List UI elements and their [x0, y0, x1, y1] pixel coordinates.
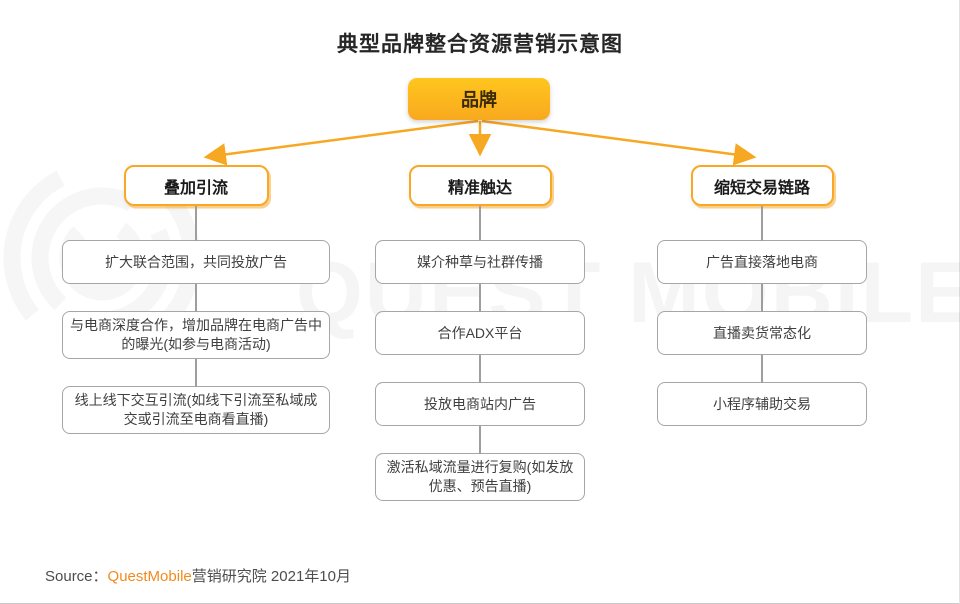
item-box: 线上线下交互引流(如线下引流至私域成交或引流至电商看直播) — [62, 359, 330, 434]
item-box: 与电商深度合作，增加品牌在电商广告中的曝光(如参与电商活动) — [62, 284, 330, 359]
item-box: 广告直接落地电商 — [657, 206, 867, 284]
item-label: 激活私域流量进行复购(如发放优惠、预告直播) — [386, 459, 574, 494]
item-label: 小程序辅助交易 — [713, 395, 811, 412]
item-label: 直播卖货常态化 — [713, 324, 811, 341]
item-box: 小程序辅助交易 — [657, 355, 867, 426]
item-label: 媒介种草与社群传播 — [417, 253, 543, 270]
category-label: 叠加引流 — [163, 179, 228, 197]
category-box-0: 叠加引流 — [123, 165, 269, 206]
flow-column-overlay-traffic: 叠加引流扩大联合范围，共同投放广告与电商深度合作，增加品牌在电商广告中的曝光(如… — [62, 165, 330, 434]
category-box-1: 精准触达 — [408, 165, 552, 206]
root-node-label: 品牌 — [461, 90, 497, 110]
item-box: 投放电商站内广告 — [375, 355, 585, 426]
item-label: 扩大联合范围，共同投放广告 — [105, 253, 287, 270]
item-box: 媒介种草与社群传播 — [375, 206, 585, 284]
item-box: 直播卖货常态化 — [657, 284, 867, 355]
source-prefix: Source： — [45, 568, 108, 585]
flow-column-shorten-transaction: 缩短交易链路广告直接落地电商直播卖货常态化小程序辅助交易 — [657, 165, 867, 426]
item-label: 与电商深度合作，增加品牌在电商广告中的曝光(如参与电商活动) — [70, 317, 322, 352]
category-label: 精准触达 — [447, 179, 512, 197]
source-brand: QuestMobile — [107, 568, 192, 585]
item-box: 合作ADX平台 — [375, 284, 585, 355]
item-label: 线上线下交互引流(如线下引流至私域成交或引流至电商看直播) — [74, 392, 318, 427]
diagram-title: 典型品牌整合资源营销示意图 — [337, 33, 623, 56]
item-label: 广告直接落地电商 — [706, 253, 818, 270]
category-box-2: 缩短交易链路 — [690, 165, 834, 206]
item-box: 扩大联合范围，共同投放广告 — [62, 206, 330, 284]
item-box: 激活私域流量进行复购(如发放优惠、预告直播) — [375, 426, 585, 501]
source-line: Source：QuestMobile营销研究院 2021年10月 — [45, 565, 351, 586]
flow-column-precise-reach: 精准触达媒介种草与社群传播合作ADX平台投放电商站内广告激活私域流量进行复购(如… — [375, 165, 585, 501]
item-label: 合作ADX平台 — [437, 324, 523, 341]
item-label: 投放电商站内广告 — [424, 395, 536, 412]
category-label: 缩短交易链路 — [713, 179, 810, 197]
root-node-brand: 品牌 — [408, 78, 550, 120]
source-suffix: 营销研究院 2021年10月 — [191, 568, 351, 585]
